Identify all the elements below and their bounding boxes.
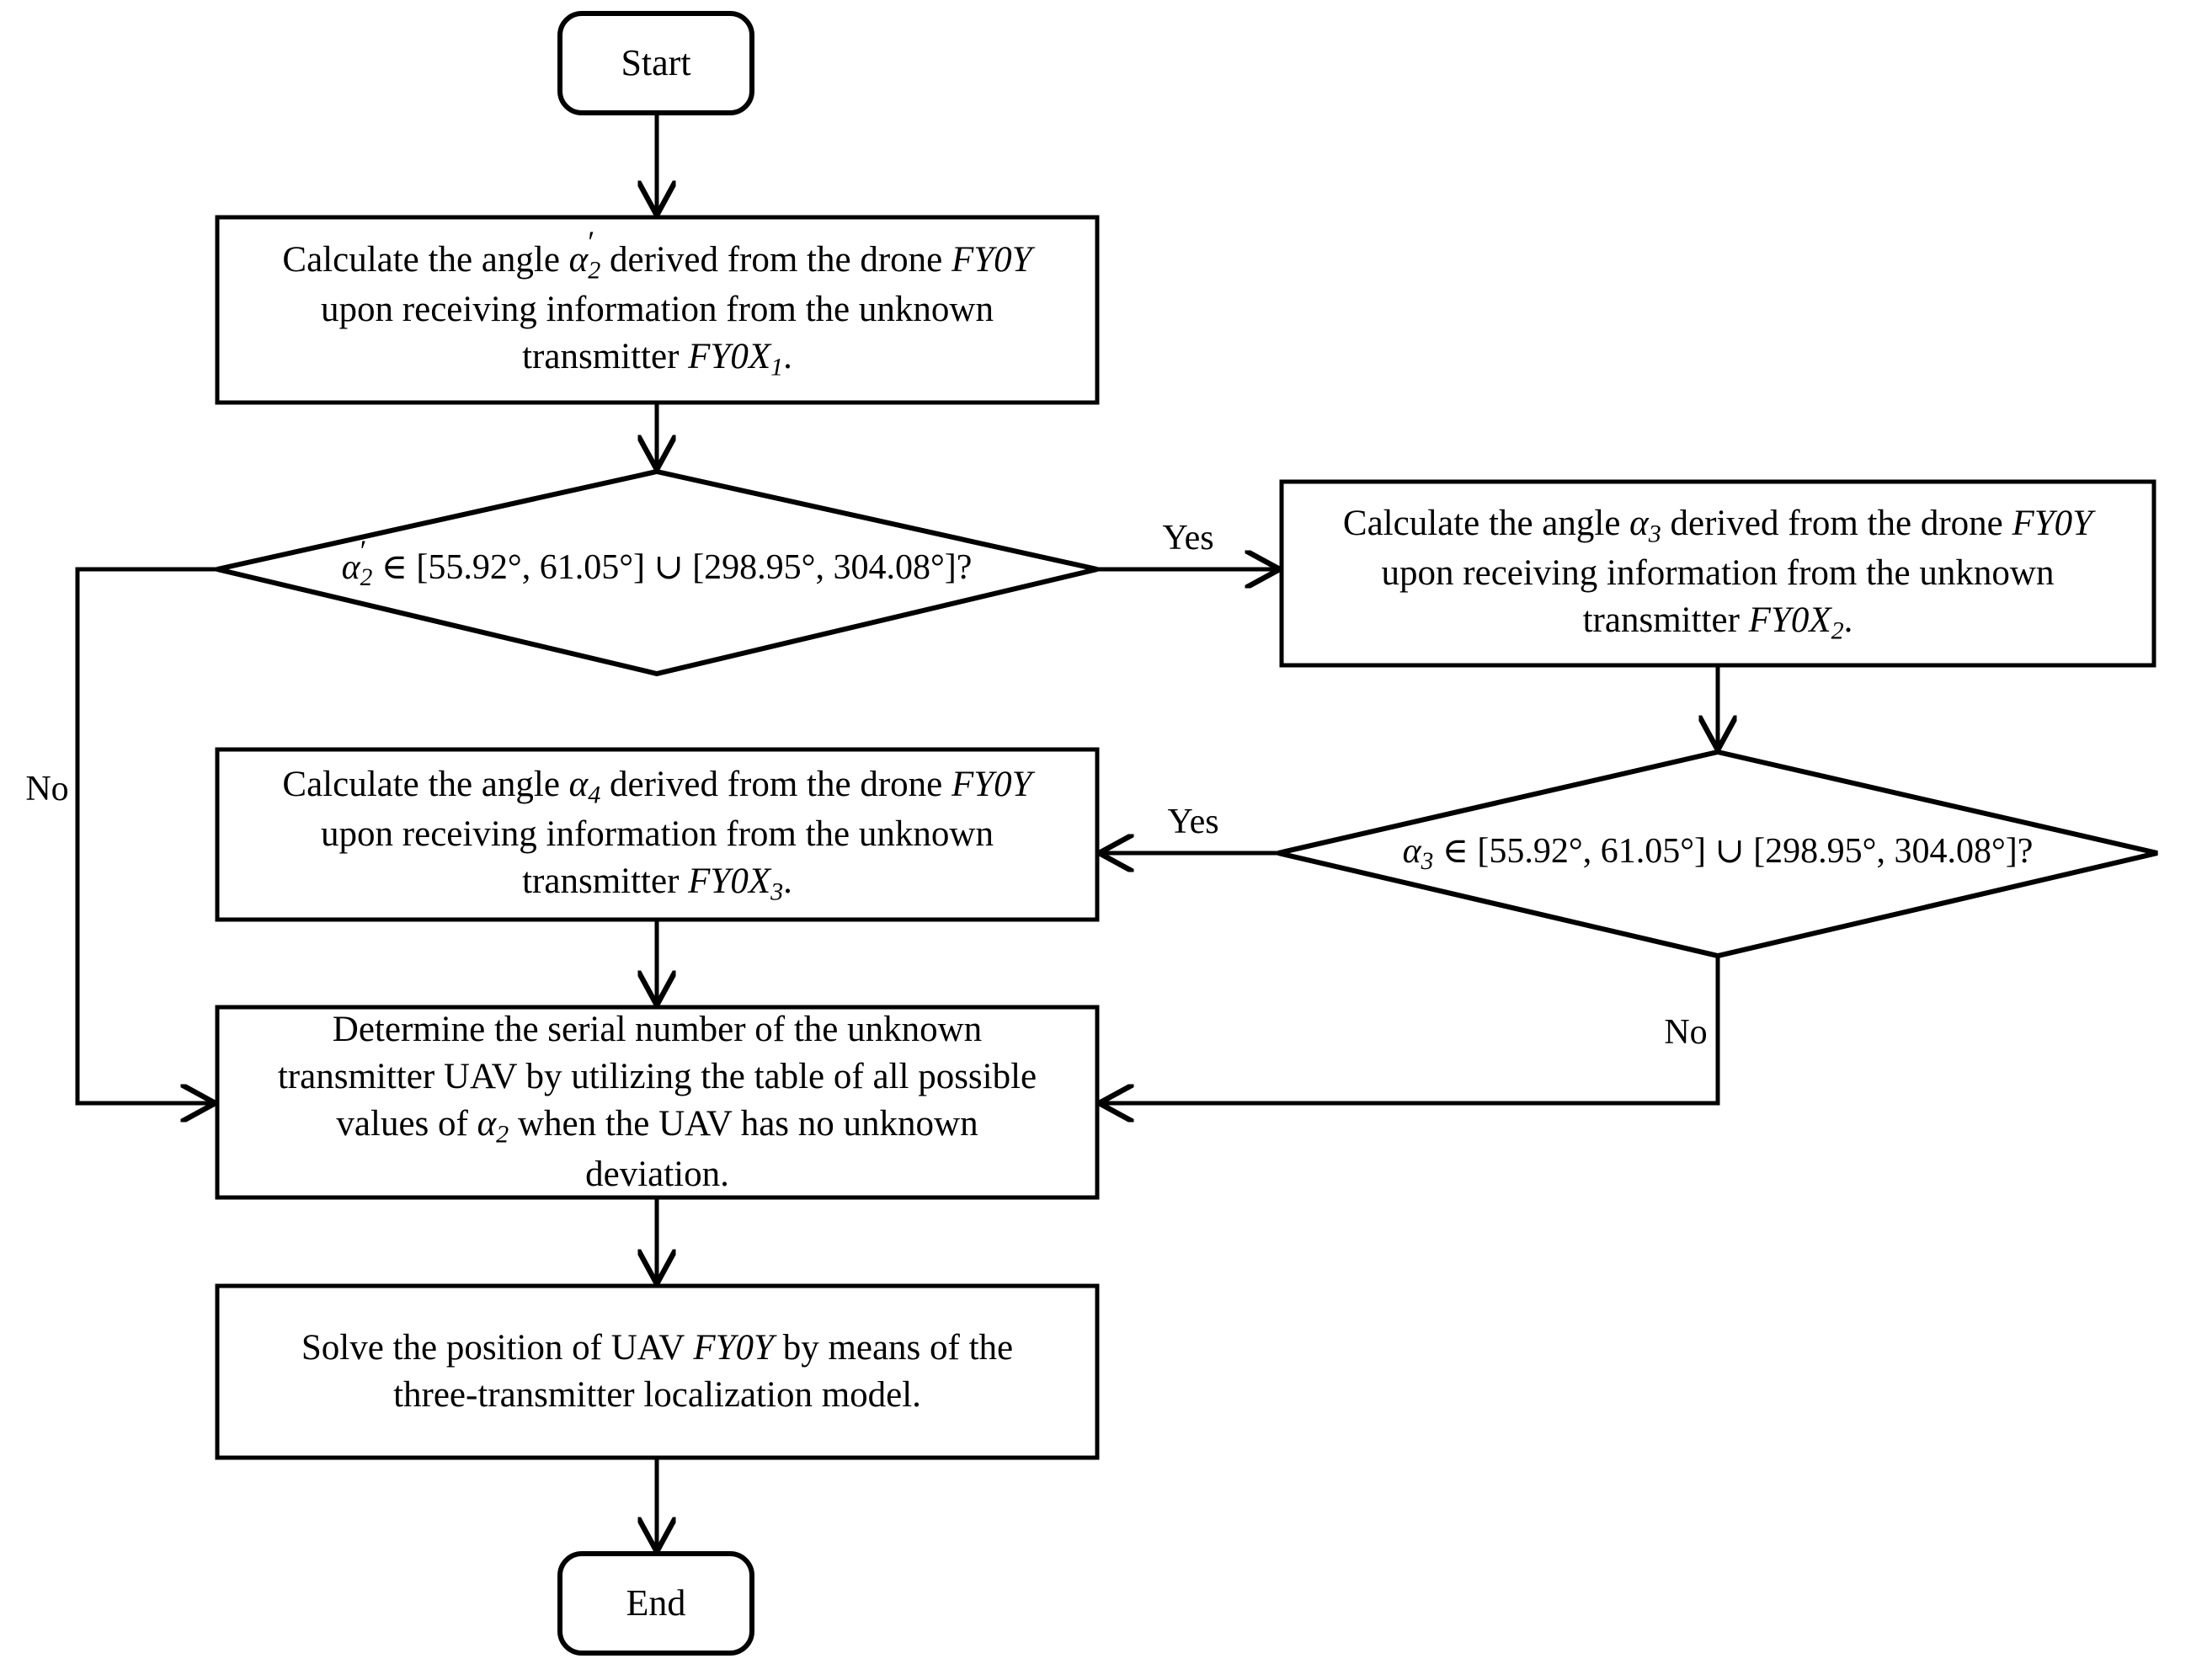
calc-a3-node[interactable] — [1282, 482, 2154, 665]
edge-decide-a3-no-to-determine-serial — [1102, 956, 1720, 1103]
determine-serial-node[interactable] — [217, 1007, 1097, 1197]
decide-a2-node-shape[interactable] — [216, 468, 1098, 677]
edge-label-yes-top: Yes — [1162, 519, 1214, 557]
end-node[interactable] — [560, 1554, 752, 1653]
solve-position-node[interactable] — [217, 1286, 1097, 1458]
calc-a4-node-shape[interactable] — [215, 747, 1100, 922]
calc-a2-node-shape[interactable] — [215, 215, 1100, 405]
decide-a3-node[interactable] — [1278, 752, 2157, 956]
calc-a2-node[interactable] — [217, 217, 1097, 403]
edge-label-yes-mid: Yes — [1167, 803, 1219, 841]
start-node[interactable] — [560, 13, 752, 113]
edge-label-no-right: No — [1664, 1013, 1708, 1052]
edge-label-no-left: No — [25, 770, 69, 808]
solve-position-node-shape[interactable] — [215, 1283, 1100, 1460]
edge-decide-a2-no-to-determine-serial — [75, 567, 217, 1103]
decide-a2-node[interactable] — [217, 472, 1097, 674]
calc-a4-node[interactable] — [217, 749, 1097, 920]
